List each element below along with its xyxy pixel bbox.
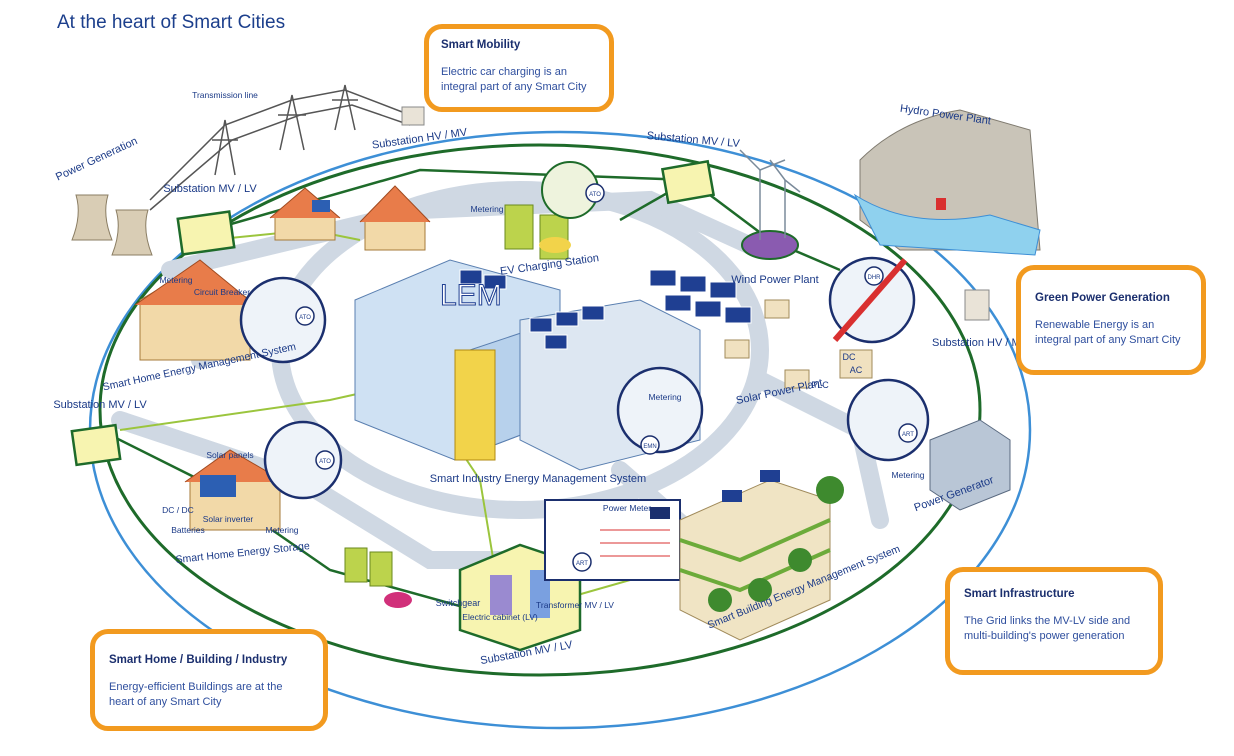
label-solar-inverter: Solar inverter <box>203 514 254 524</box>
callout-smart-home-building-industry: Smart Home / Building / Industry Energy-… <box>90 629 328 731</box>
label-plc: PLC <box>811 380 829 390</box>
page-title: At the heart of Smart Cities <box>57 12 286 33</box>
label-transformer: Transformer MV / LV <box>536 600 614 610</box>
label-dc-dc: DC / DC <box>162 505 194 515</box>
zoom-circles <box>239 256 930 500</box>
solar-boxes <box>724 299 873 389</box>
label-metering-industry: Metering <box>648 392 681 402</box>
callout-body: Renewable Energy is an integral part of … <box>1035 319 1181 346</box>
label-ato-ev: ATO <box>589 192 601 198</box>
label-dhr: DHR <box>868 275 882 281</box>
callout-body: Electric car charging is an integral par… <box>441 66 587 93</box>
label-wind-power-plant: Wind Power Plant <box>731 274 818 286</box>
callout-green-power: Green Power Generation Renewable Energy … <box>1016 265 1206 375</box>
callout-body: The Grid links the MV-LV side and multi-… <box>964 615 1131 642</box>
smart-home-ems-house <box>134 259 256 361</box>
transmission-towers <box>149 84 411 211</box>
callout-title: Green Power Generation <box>1035 292 1170 304</box>
substation-hv-mv-box <box>401 106 425 126</box>
label-switchgear: Switchgear <box>436 598 481 608</box>
label-art-generator: ART <box>902 432 914 438</box>
callout-smart-mobility: Smart Mobility Electric car charging is … <box>424 24 614 112</box>
label-circuit-breaker: Circuit Breaker <box>194 287 250 297</box>
label-metering-storage: Metering <box>265 525 298 535</box>
hydro-power-plant <box>853 109 1041 321</box>
label-metering-ev: Metering <box>470 204 503 214</box>
label-smart-industry-ems: Smart Industry Energy Management System <box>430 473 646 485</box>
ev-charger-bottom <box>344 547 412 608</box>
label-emn: EMN <box>643 444 656 450</box>
label-substation-mv-lv-top: Substation MV / LV <box>646 130 741 150</box>
callout-title: Smart Infrastructure <box>964 588 1075 600</box>
substation-mv-lv-left <box>70 423 122 467</box>
callout-body: Energy-efficient Buildings are at the he… <box>109 681 283 708</box>
label-substation-hv-mv-right: Substation HV / MV <box>932 337 1029 349</box>
substation-mv-lv-left-top <box>176 210 236 256</box>
callout-title: Smart Mobility <box>441 39 521 51</box>
label-solar-panels: Solar panels <box>206 450 253 460</box>
dhr-cable <box>832 258 908 342</box>
label-lem: LEM <box>440 279 502 312</box>
solar-power-plant <box>649 269 752 324</box>
sensor-marks <box>295 183 918 572</box>
substation-mv-lv-top <box>660 159 716 205</box>
label-art-substation: ART <box>576 561 588 567</box>
ev-charging-station <box>504 161 599 260</box>
label-dc: DC <box>843 352 856 362</box>
label-ato-storage: ATO <box>319 459 331 465</box>
callout-title: Smart Home / Building / Industry <box>109 654 288 666</box>
smart-building <box>679 470 844 641</box>
label-substation-hv-mv: Substation HV / MV <box>371 126 468 151</box>
smart-home-storage-house <box>184 449 286 531</box>
label-substation-mv-lv-left-top: Substation MV / LV <box>163 183 257 195</box>
wind-power-plant <box>739 149 801 260</box>
power-meter-panel <box>544 499 681 581</box>
label-power-meter: Power Meter <box>603 503 651 513</box>
label-power-generation: Power Generation <box>54 135 139 183</box>
label-transmission-line: Transmission line <box>192 90 258 100</box>
power-generator <box>929 419 1011 511</box>
label-metering-generator: Metering <box>891 470 924 480</box>
label-metering-home: Metering <box>159 275 192 285</box>
label-batteries: Batteries <box>171 525 205 535</box>
label-electric-cabinet: Electric cabinet (LV) <box>462 612 538 622</box>
power-generation-plant <box>71 106 425 256</box>
label-ato-home: ATO <box>299 315 311 321</box>
label-substation-mv-lv-left: Substation MV / LV <box>53 399 147 411</box>
callout-smart-infrastructure: Smart Infrastructure The Grid links the … <box>945 567 1163 675</box>
houses-top <box>269 185 431 251</box>
label-ac: AC <box>850 365 863 375</box>
